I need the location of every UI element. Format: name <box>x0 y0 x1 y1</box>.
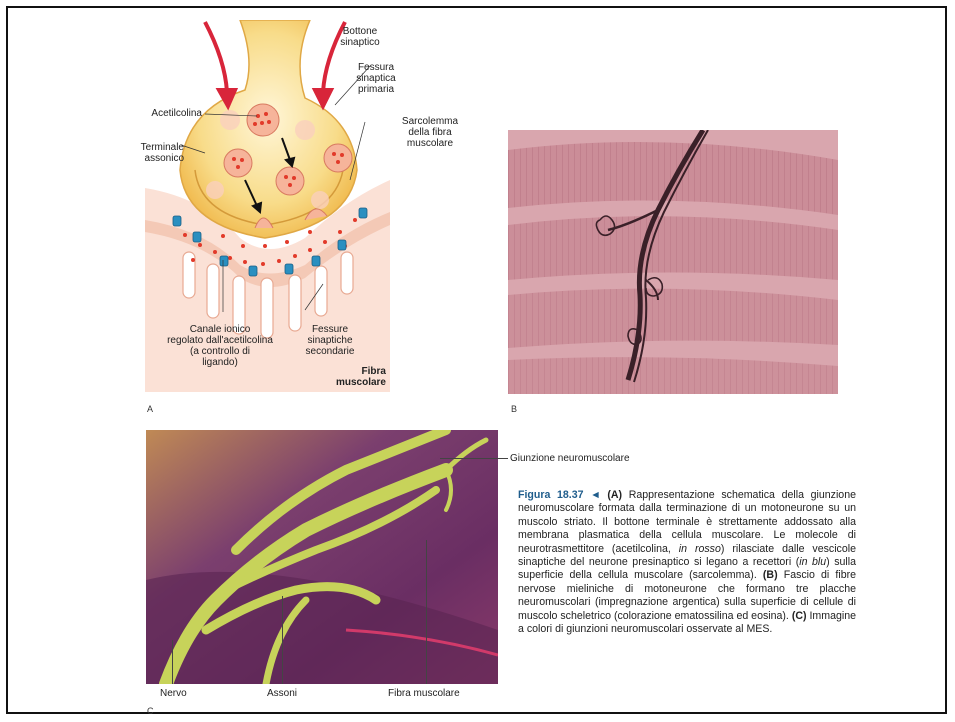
caption-in-blu: in blu <box>799 556 826 568</box>
caption-in-rosso: in rosso <box>679 543 721 555</box>
label-terminale-assonico: Terminale assonico <box>114 142 184 164</box>
panel-c-letter: C <box>147 706 154 716</box>
figure-number: Figura 18.37 ◄ <box>518 489 601 501</box>
label-nervo: Nervo <box>160 688 187 699</box>
caption-tag-c: (C) <box>792 610 807 622</box>
label-canale-ionico: Canale ionico regolato dall'acetilcolina… <box>155 324 285 368</box>
panel-c <box>146 430 498 684</box>
leader-nervo <box>172 640 173 684</box>
caption-tag-b: (B) <box>763 569 778 581</box>
panel-b-letter: B <box>511 404 517 414</box>
label-fibra-muscolare-a: Fibra muscolare <box>320 366 386 388</box>
label-sarcolemma: Sarcolemma della fibra muscolare <box>397 116 463 149</box>
label-bottone-sinaptico: Bottone sinaptico <box>320 26 400 48</box>
leader-fibra-muscolare <box>426 540 427 684</box>
leader-assoni <box>282 596 283 684</box>
caption-tag-a: (A) <box>607 489 622 501</box>
figure-caption: Figura 18.37 ◄ (A) Rappresentazione sche… <box>518 489 856 636</box>
label-assoni: Assoni <box>267 688 297 699</box>
panel-b <box>508 130 838 394</box>
label-giunzione-neuromuscolare: Giunzione neuromuscolare <box>510 453 630 464</box>
sem-micrograph <box>146 430 498 684</box>
histology-micrograph <box>508 130 838 394</box>
label-fessure-secondarie: Fessure sinaptiche secondarie <box>295 324 365 357</box>
label-fibra-muscolare-c: Fibra muscolare <box>388 688 460 699</box>
label-fessura-sinaptica-primaria: Fessura sinaptica primaria <box>341 62 411 95</box>
panel-a-letter: A <box>147 404 153 414</box>
label-acetilcolina: Acetilcolina <box>122 108 202 119</box>
leader-giunzione <box>440 458 508 459</box>
panel-a: Bottone sinaptico Fessura sinaptica prim… <box>145 20 390 392</box>
